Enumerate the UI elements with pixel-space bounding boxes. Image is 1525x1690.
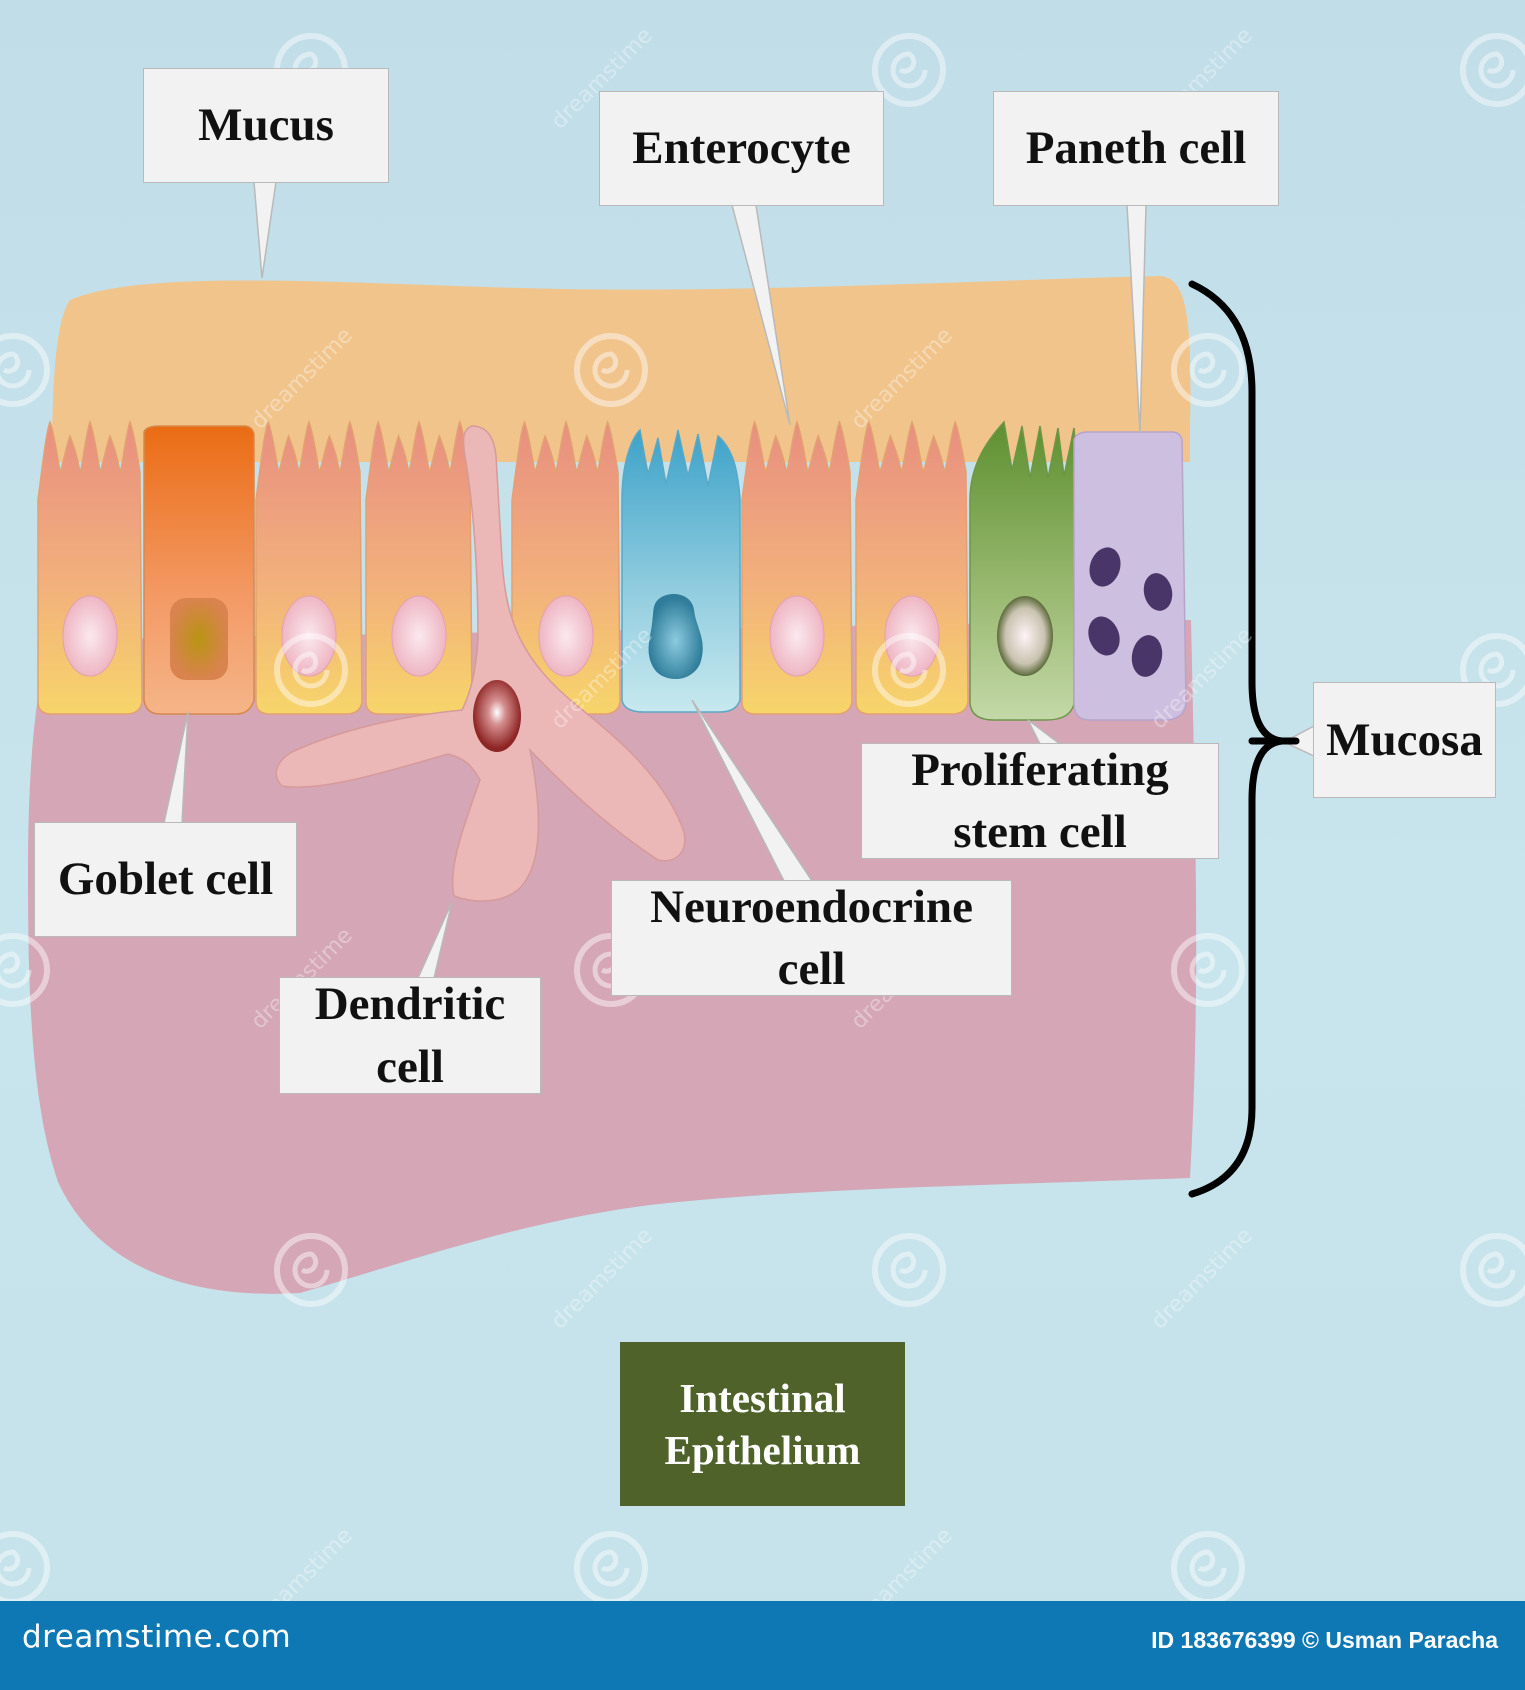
label-neuroendocrine-cell: Neuroendocrine cell [611, 880, 1012, 996]
proliferating-stem-cell [969, 420, 1076, 721]
enterocyte-nucleus [884, 595, 940, 677]
watermark-logo-icon [872, 1233, 946, 1307]
neuroendocrine-cell [621, 428, 741, 713]
label-enterocyte: Enterocyte [599, 91, 884, 206]
site-logo-text[interactable]: dreamstime.com [22, 1619, 292, 1655]
mucus-layer [52, 276, 1191, 462]
mucosa-bracket [1188, 280, 1300, 1198]
label-proliferating-stem-cell: Proliferating stem cell [861, 743, 1219, 859]
label-line: Dendritic [314, 978, 506, 1031]
goblet-pointer [163, 711, 189, 824]
enterocyte [365, 419, 473, 715]
enterocyte [741, 419, 853, 715]
watermark-logo-icon [0, 933, 50, 1007]
watermark-logo-icon [1171, 333, 1245, 407]
watermark-text: dreamstime [1147, 1223, 1258, 1334]
label-line: Neuroendocrine [650, 880, 973, 933]
enterocyte-body [741, 419, 853, 715]
enterocyte [37, 419, 143, 715]
label-line: stem cell [953, 806, 1127, 858]
goblet-cell [143, 425, 255, 715]
label-line: cell [376, 1040, 444, 1093]
label-paneth-cell: Paneth cell [993, 91, 1279, 206]
enterocyte-nucleus [281, 595, 337, 677]
paneth-cell [1073, 431, 1187, 721]
watermark-logo-icon [872, 33, 946, 107]
watermark-logo-icon [1171, 933, 1245, 1007]
dendritic-pointer [417, 901, 453, 979]
watermark-logo-icon [274, 1233, 348, 1307]
watermark-logo-icon [1460, 1233, 1525, 1307]
diagram-title: Intestinal Epithelium [620, 1342, 905, 1506]
watermark-logo-icon [274, 633, 348, 707]
watermark-text: dreamstime [847, 1523, 958, 1601]
watermark-logo-icon [872, 633, 946, 707]
enterocyte [855, 419, 969, 715]
enterocyte-nucleus [62, 595, 118, 677]
footer-bar: dreamstime.com ID 183676399 © Usman Para… [0, 1601, 1525, 1690]
callout-pointers [163, 181, 1315, 979]
watermark-logo-icon [574, 333, 648, 407]
watermark-logo-icon [574, 1531, 648, 1601]
watermark-text: dreamstime [247, 1523, 358, 1601]
enterocyte-nucleus [391, 595, 447, 677]
enterocyte [511, 419, 621, 715]
title-line: Epithelium [664, 1427, 861, 1473]
neuroendocrine-pointer [691, 699, 813, 882]
watermark-logo-icon [1460, 633, 1525, 707]
watermark-text: dreamstime [547, 1223, 658, 1334]
label-line: Proliferating [911, 743, 1169, 796]
label-goblet-cell: Goblet cell [34, 822, 297, 937]
dendritic-cell [275, 425, 686, 902]
mucus-pointer [253, 181, 277, 279]
watermark-logo-icon [0, 1531, 50, 1601]
title-line: Intestinal [679, 1374, 846, 1421]
paneth-pointer [1126, 204, 1147, 433]
enterocyte-cells [37, 419, 969, 715]
label-dendritic-cell: Dendritic cell [279, 977, 541, 1094]
watermark-logo-icon [0, 333, 50, 407]
label-mucosa: Mucosa [1313, 682, 1496, 798]
label-mucus: Mucus [143, 68, 389, 183]
enterocyte-body [855, 419, 969, 715]
label-line: cell [777, 943, 846, 995]
enterocyte [255, 419, 363, 715]
watermark-logo-icon [1460, 33, 1525, 107]
enterocyte-nucleus [769, 595, 825, 677]
image-credit: ID 183676399 © Usman Paracha [1151, 1627, 1498, 1653]
watermark-logo-icon [1171, 1531, 1245, 1601]
enterocyte-nucleus [538, 595, 594, 677]
enterocyte-pointer [731, 204, 791, 426]
proliferating-pointer [1027, 719, 1061, 745]
